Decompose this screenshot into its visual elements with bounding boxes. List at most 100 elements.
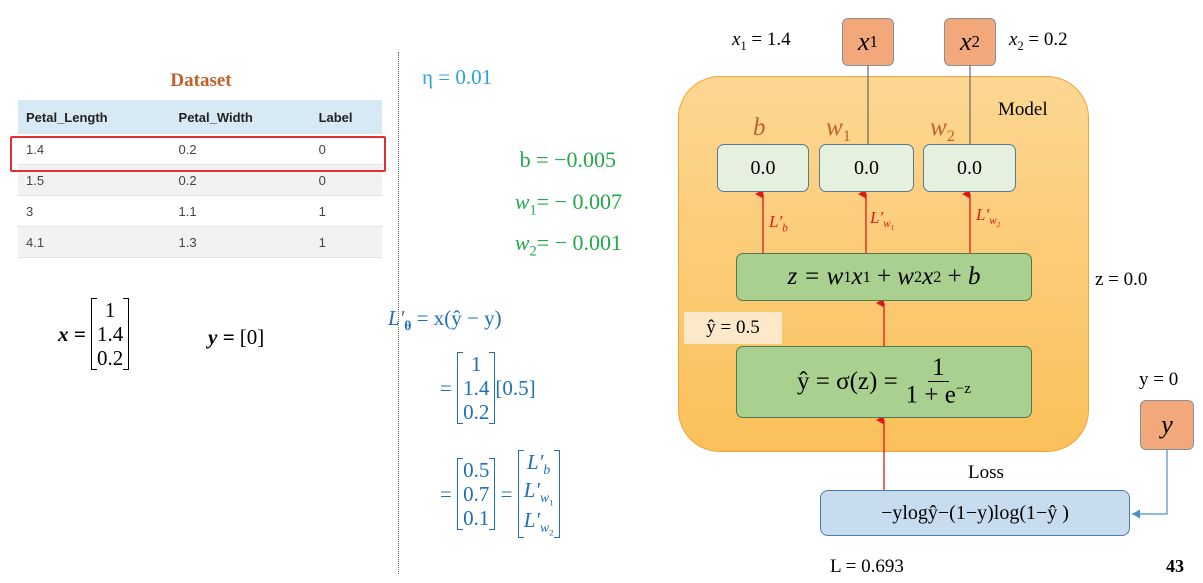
grad-label-b: L′b (769, 212, 788, 235)
matrix-entry: 0.2 (463, 400, 490, 425)
matrix-entry: 1 (104, 298, 116, 322)
sigmoid-fraction: 1 1 + e−z (905, 354, 971, 409)
param-box-w1[interactable]: 0.0 (819, 144, 914, 192)
column-header: Petal_Length (18, 100, 171, 134)
matrix-entry: L′w1 (523, 477, 554, 508)
sigmoid-lhs: ŷ = σ(z) = (797, 368, 898, 395)
param-w2-lhs: w (514, 230, 530, 255)
param-name-b: b (753, 114, 766, 141)
y-vector-lhs: y = (208, 325, 235, 349)
selected-row-highlight (10, 136, 386, 172)
table-row[interactable]: 4.1 1.3 1 (18, 226, 382, 258)
table-cell: 3 (18, 195, 171, 227)
table-cell: 1.1 (170, 195, 311, 227)
z-value-label: z = 0.0 (1095, 269, 1148, 290)
param-name-w2: w2 (930, 114, 955, 145)
table-cell: 1 (310, 226, 382, 258)
matrix-entry: L′w2 (523, 508, 554, 538)
equals-sign: = (500, 481, 513, 506)
table-row[interactable]: 1.5 0.2 0 (18, 164, 382, 196)
param-b-value: b = −0.005 (519, 147, 616, 172)
loss-title: Loss (968, 462, 1004, 483)
param-name-w1: w1 (826, 114, 851, 145)
y-vector: y = [0] (208, 325, 264, 350)
page-number: 43 (1166, 556, 1184, 576)
grad-symbol: L′ (523, 477, 540, 502)
param-name-text: w (930, 114, 947, 141)
param-w2-rhs: = − 0.001 (536, 230, 622, 255)
matrix-entry: 0.5 (463, 457, 490, 482)
param-w1-rhs: = − 0.007 (536, 189, 622, 214)
dataset-title: Dataset (170, 70, 232, 91)
table-cell: 1.3 (170, 226, 311, 258)
gradient-value-matrix: 0.5 0.7 0.1 (457, 457, 496, 531)
table-row[interactable]: 3 1.1 1 (18, 195, 382, 227)
x2-value: = 0.2 (1028, 29, 1068, 50)
grad-symbol: L′ (527, 450, 544, 474)
sigmoid-denominator: 1 + e−z (905, 381, 971, 409)
equals-sign: = (440, 375, 452, 400)
table-cell: 0 (310, 164, 382, 196)
sigmoid-exponent: −z (955, 381, 971, 398)
dataset-table: Petal_Length Petal_Width Label 1.4 0.2 0… (18, 100, 382, 258)
grad-label-w2: L′w2 (976, 205, 1001, 230)
gradient-x-matrix: 1 1.4 0.2 (457, 352, 496, 425)
x-vector-matrix: 1 1.4 0.2 (90, 298, 130, 371)
param-box-b[interactable]: 0.0 (717, 144, 809, 192)
grad-label-w1: L′w1 (870, 208, 895, 233)
param-w1-value: w1= − 0.007 (514, 189, 622, 219)
yhat-value-tag: ŷ = 0.5 (684, 312, 782, 344)
column-header: Petal_Width (170, 100, 311, 134)
table-cell: 1.5 (18, 164, 171, 196)
sigmoid-equation-box[interactable]: ŷ = σ(z) = 1 1 + e−z (736, 346, 1032, 418)
grad-label-text: L′ (870, 208, 884, 227)
loss-value-label: L = 0.693 (830, 556, 904, 577)
table-cell: 0 (310, 134, 382, 165)
gradient-symbol-matrix: L′b L′w1 L′w2 (517, 450, 560, 539)
gradient-step-2: = 0.5 0.7 0.1 = L′b L′w1 L′w2 (440, 450, 560, 539)
matrix-entry: 1 (470, 352, 482, 376)
param-w2-value: w2= − 0.001 (514, 230, 622, 260)
loss-expression-box[interactable]: −ylogŷ−(1−y)log(1−ŷ ) (820, 490, 1130, 536)
input-x2-symbol: x (960, 27, 972, 56)
x1-value-label: x1 = 1.4 (732, 29, 791, 53)
input-x1-symbol: x (858, 27, 870, 56)
param-w1-lhs: w (514, 189, 530, 214)
grad-label-text: L′ (976, 205, 990, 224)
grad-symbol: L′ (523, 508, 540, 532)
gradient-lhs: L′ (388, 306, 405, 330)
sigmoid-den-text: 1 + e (905, 381, 956, 409)
column-divider (398, 52, 399, 574)
x-vector-lhs: x = (58, 321, 86, 346)
matrix-entry: 0.2 (96, 346, 124, 371)
param-box-w2[interactable]: 0.0 (923, 144, 1016, 192)
matrix-entry: 1.4 (96, 322, 124, 347)
y-value-label: y = 0 (1139, 369, 1179, 390)
matrix-entry: L′b (527, 450, 551, 478)
matrix-entry: 0.7 (463, 481, 490, 506)
sigmoid-numerator: 1 (928, 354, 949, 383)
gradient-step-1: = 1 1.4 0.2 [0.5] (440, 352, 536, 425)
gradient-definition: L′θ = x(ŷ − y) (388, 306, 502, 334)
column-header: Label (310, 100, 382, 134)
learning-rate: η = 0.01 (422, 65, 493, 89)
model-label: Model (998, 99, 1048, 120)
table-cell: 4.1 (18, 226, 171, 258)
matrix-entry: 0.1 (463, 506, 490, 531)
table-cell: 0.2 (170, 164, 311, 196)
x2-value-label: x2 = 0.2 (1009, 29, 1068, 53)
target-y-box[interactable]: y (1140, 400, 1194, 450)
table-row[interactable]: 1.4 0.2 0 (18, 134, 382, 165)
x1-value: = 1.4 (751, 29, 791, 50)
grad-label-text: L′ (769, 212, 783, 231)
x-vector: x = 1 1.4 0.2 (58, 298, 130, 371)
table-cell: 0.2 (170, 134, 311, 165)
param-name-text: w (826, 114, 843, 141)
table-header-row: Petal_Length Petal_Width Label (18, 100, 382, 134)
y-vector-value: [0] (239, 325, 265, 349)
z-equation-start: z = w (787, 263, 844, 290)
